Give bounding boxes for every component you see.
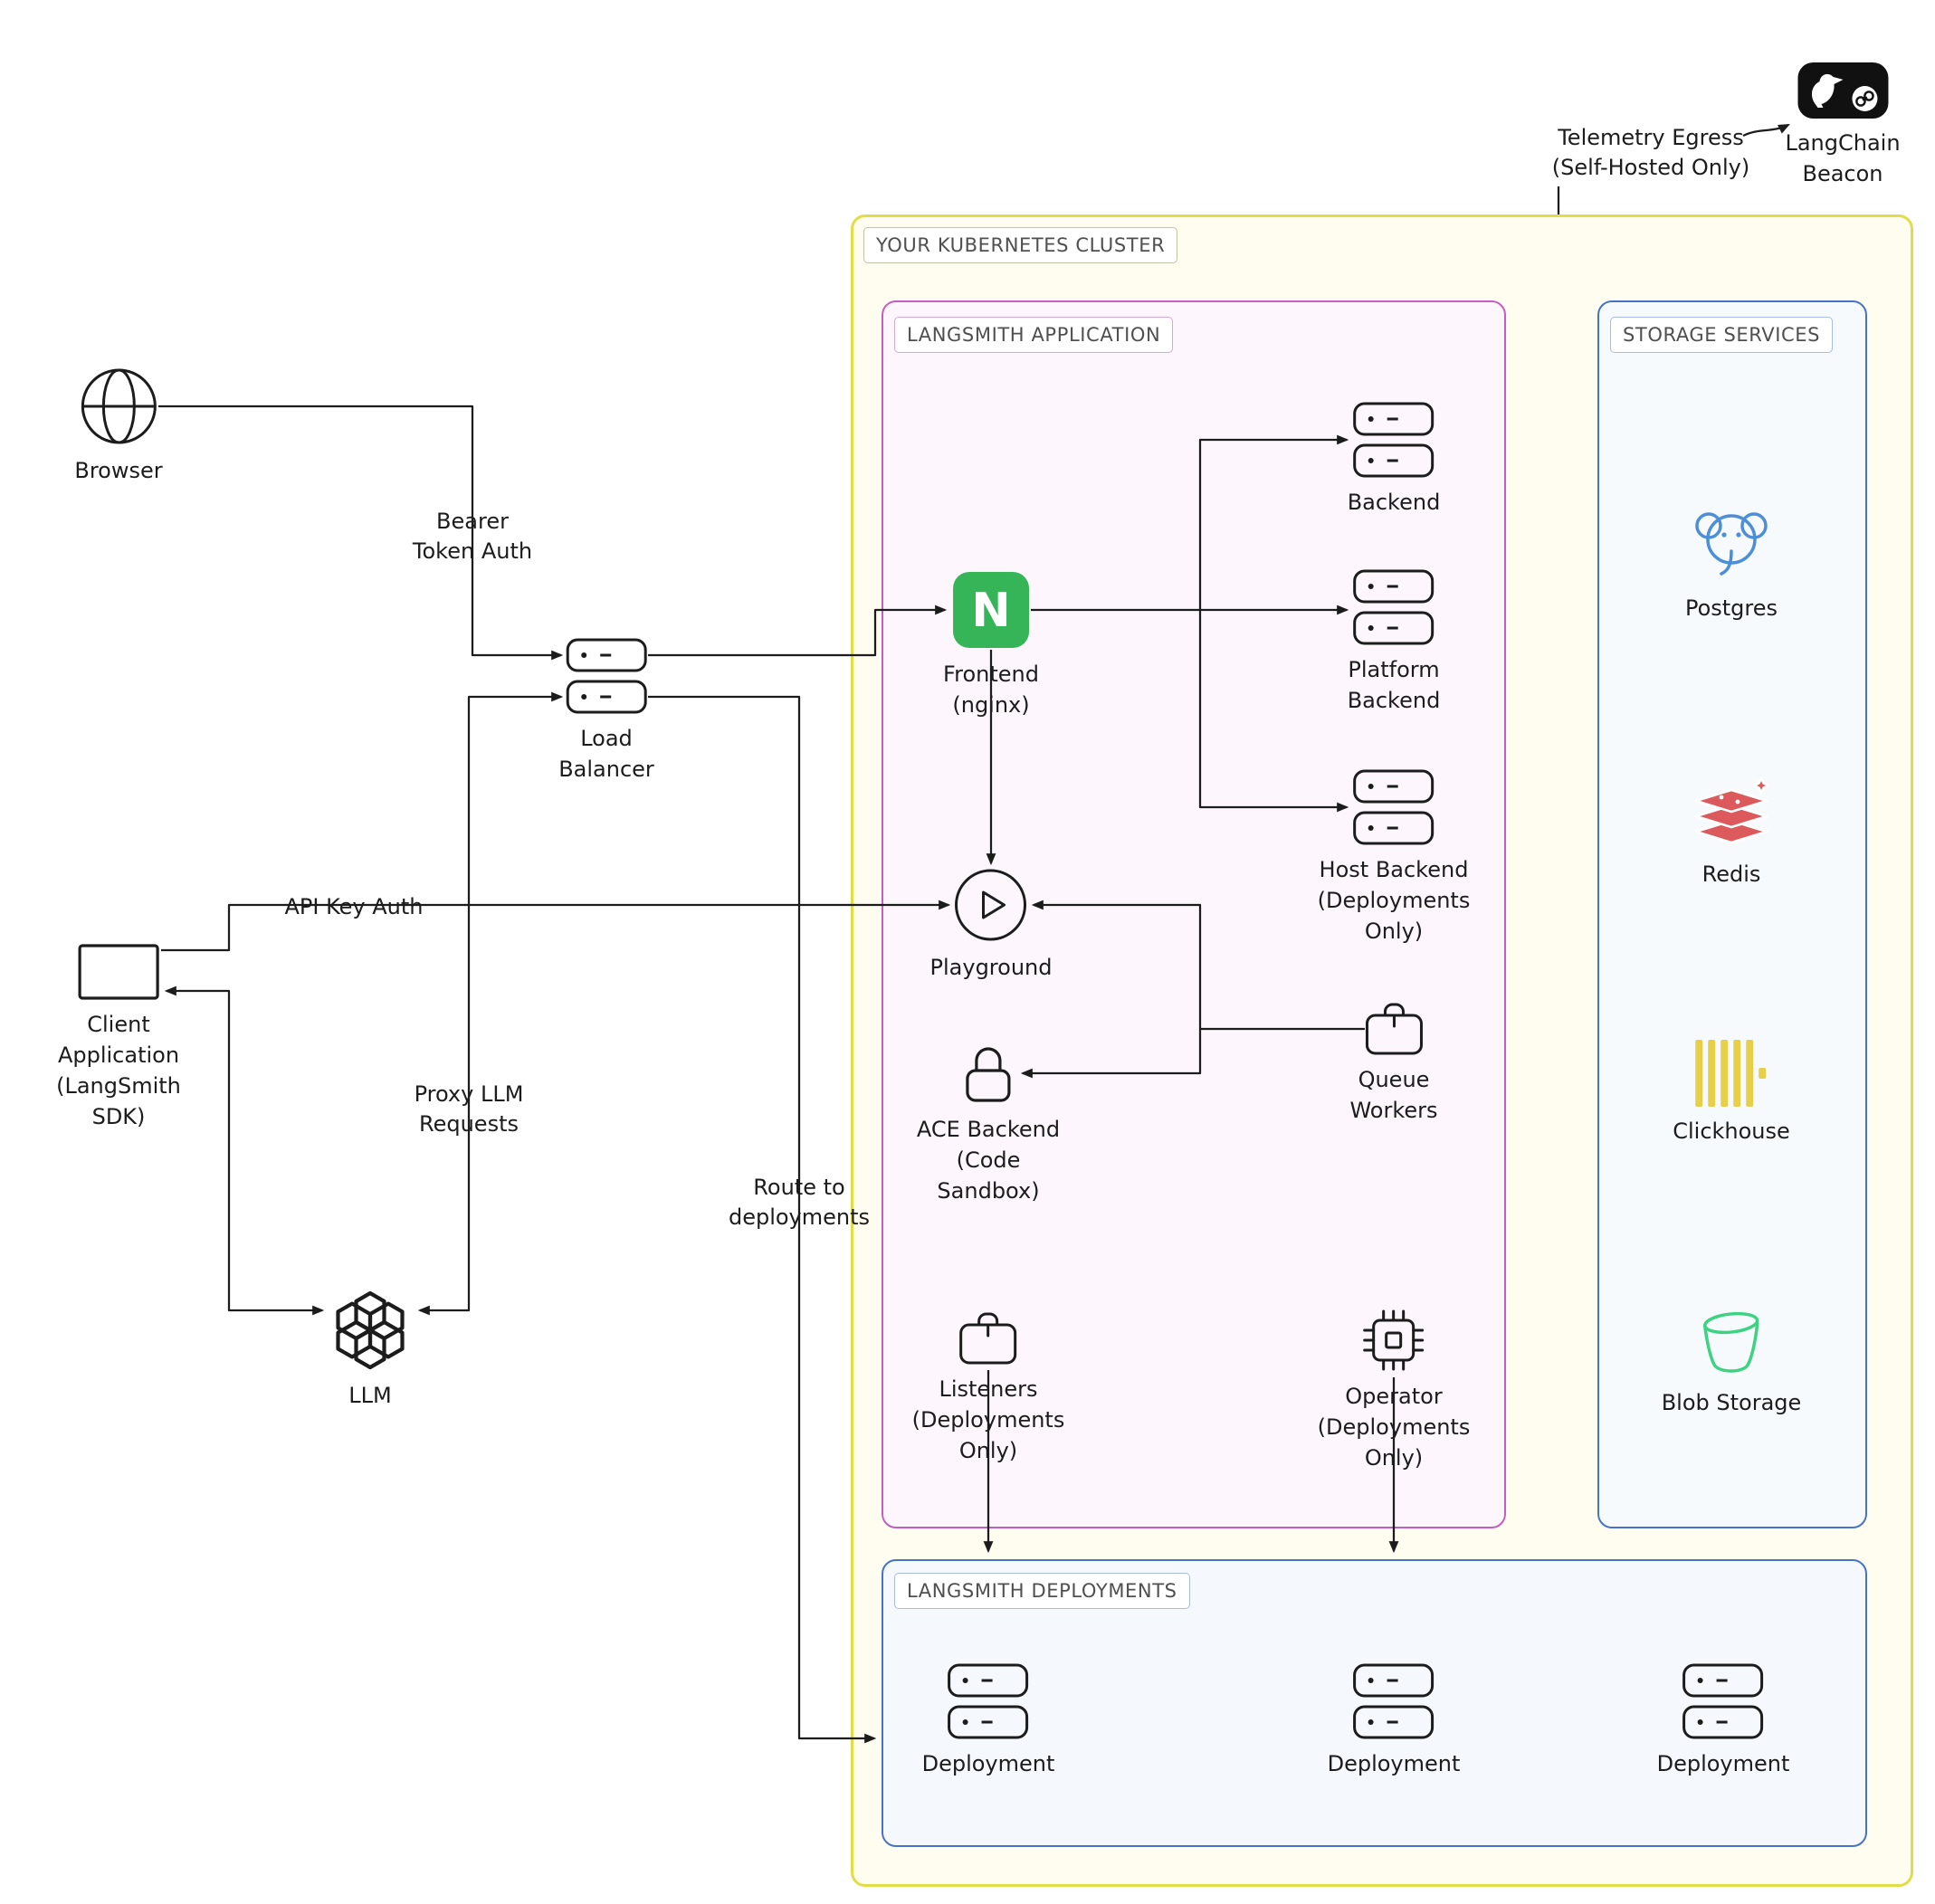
edge-label-proxy-llm: Proxy LLM Requests xyxy=(414,1081,524,1137)
nginx-logo-icon: N xyxy=(952,572,1029,648)
node-browser: Browser xyxy=(74,367,163,486)
lock-icon xyxy=(966,1047,1011,1102)
node-host-backend: Host Backend (Deployments Only) xyxy=(1317,769,1471,947)
cpu-icon xyxy=(1363,1309,1425,1371)
node-clickhouse: Clickhouse xyxy=(1673,1040,1790,1147)
platform-backend-label: Platform Backend xyxy=(1347,657,1441,713)
node-blob-storage: Blob Storage xyxy=(1661,1308,1802,1418)
server-stack-icon xyxy=(1353,1663,1435,1739)
clickhouse-label: Clickhouse xyxy=(1673,1119,1790,1144)
postgres-elephant-icon xyxy=(1695,512,1768,576)
server-stack-icon xyxy=(1353,769,1435,845)
edge-loadbalancer-frontend xyxy=(648,605,948,657)
edge-queue-playground xyxy=(1031,900,1202,1029)
node-listeners: Listeners (Deployments Only) xyxy=(911,1312,1065,1466)
postgres-label: Postgres xyxy=(1684,595,1778,621)
node-ace-backend: ACE Backend (Code Sandbox) xyxy=(917,1042,1060,1206)
edge-route-to-deployments xyxy=(648,695,877,1744)
edge-label-telemetry: Telemetry Egress (Self-Hosted Only) xyxy=(1551,125,1750,180)
langchain-beacon-icon xyxy=(1797,62,1888,119)
edge-telemetry-beacon xyxy=(1742,123,1790,138)
llm-label: LLM xyxy=(348,1383,392,1408)
bucket-icon xyxy=(1703,1311,1759,1373)
node-load-balancer: Load Balancer xyxy=(558,638,654,785)
server-stack-icon xyxy=(1353,402,1435,478)
edge-client-llm xyxy=(164,985,325,1316)
queue-workers-label: Queue Workers xyxy=(1349,1067,1438,1123)
node-frontend: N Frontend (nginx) xyxy=(943,570,1039,720)
node-langchain-beacon: LangChain Beacon xyxy=(1785,62,1901,189)
redis-label: Redis xyxy=(1701,862,1761,887)
openai-logo-icon xyxy=(336,1290,405,1370)
playground-label: Playground xyxy=(929,955,1053,980)
node-deployment-2: Deployment xyxy=(1327,1663,1461,1779)
edge-frontend-host-backend xyxy=(1198,610,1349,813)
window-icon xyxy=(78,944,159,1000)
edge-proxy-llm xyxy=(417,905,471,1316)
cluster-label: YOUR KUBERNETES CLUSTER xyxy=(863,227,1178,263)
server-stack-icon xyxy=(1353,569,1435,645)
node-redis: Redis xyxy=(1691,777,1772,890)
edge-browser-loadbalancer xyxy=(158,405,564,661)
edge-label-route: Route to deployments xyxy=(728,1175,871,1230)
node-playground: Playground xyxy=(929,867,1053,983)
play-circle-icon xyxy=(955,869,1027,941)
node-llm: LLM xyxy=(329,1288,412,1411)
nginx-letter: N xyxy=(971,584,1011,638)
blob-storage-label: Blob Storage xyxy=(1661,1390,1802,1415)
briefcase-icon xyxy=(959,1312,1017,1365)
globe-icon xyxy=(81,368,157,444)
edge-label-bearer-token: Bearer Token Auth xyxy=(412,509,533,564)
backend-label: Backend xyxy=(1347,490,1441,515)
langchain-beacon-label: LangChain Beacon xyxy=(1785,130,1901,186)
application-label: LANGSMITH APPLICATION xyxy=(894,317,1174,353)
node-client-application: Client Application (LangSmith SDK) xyxy=(56,944,181,1132)
edge-frontend-backend xyxy=(1198,434,1349,610)
client-application-label: Client Application (LangSmith SDK) xyxy=(56,1012,181,1129)
ace-backend-label: ACE Backend (Code Sandbox) xyxy=(916,1117,1061,1204)
host-backend-label: Host Backend (Deployments Only) xyxy=(1317,857,1471,944)
node-platform-backend: Platform Backend xyxy=(1347,569,1441,716)
link-icon xyxy=(1851,86,1877,111)
browser-label: Browser xyxy=(74,458,163,483)
edge-client-loadbalancer xyxy=(161,691,564,952)
node-deployment-3: Deployment xyxy=(1656,1663,1790,1779)
server-stack-icon xyxy=(1682,1663,1764,1739)
storage-services-box xyxy=(1597,300,1867,1528)
node-backend: Backend xyxy=(1347,402,1441,518)
operator-label: Operator (Deployments Only) xyxy=(1317,1384,1471,1471)
deployments-label: LANGSMITH DEPLOYMENTS xyxy=(894,1573,1190,1609)
clickhouse-bars-icon xyxy=(1695,1040,1766,1107)
server-stack-icon xyxy=(566,638,647,714)
deployment-label: Deployment xyxy=(1327,1751,1461,1776)
server-stack-icon xyxy=(948,1663,1029,1739)
bird-icon xyxy=(1811,73,1843,108)
node-deployment-1: Deployment xyxy=(921,1663,1055,1779)
edge-label-api-key: API Key Auth xyxy=(284,894,424,919)
listeners-label: Listeners (Deployments Only) xyxy=(911,1376,1065,1463)
redis-stack-icon xyxy=(1694,777,1770,844)
storage-label: STORAGE SERVICES xyxy=(1610,317,1834,353)
node-operator: Operator (Deployments Only) xyxy=(1317,1309,1471,1473)
node-queue-workers: Queue Workers xyxy=(1349,1003,1438,1126)
node-postgres: Postgres xyxy=(1685,497,1778,624)
deployment-label: Deployment xyxy=(921,1751,1055,1776)
deployment-label: Deployment xyxy=(1656,1751,1790,1776)
briefcase-icon xyxy=(1365,1003,1423,1055)
frontend-label: Frontend (nginx) xyxy=(943,662,1039,718)
load-balancer-label: Load Balancer xyxy=(558,726,654,782)
edge-queue-ace xyxy=(1020,1029,1202,1079)
